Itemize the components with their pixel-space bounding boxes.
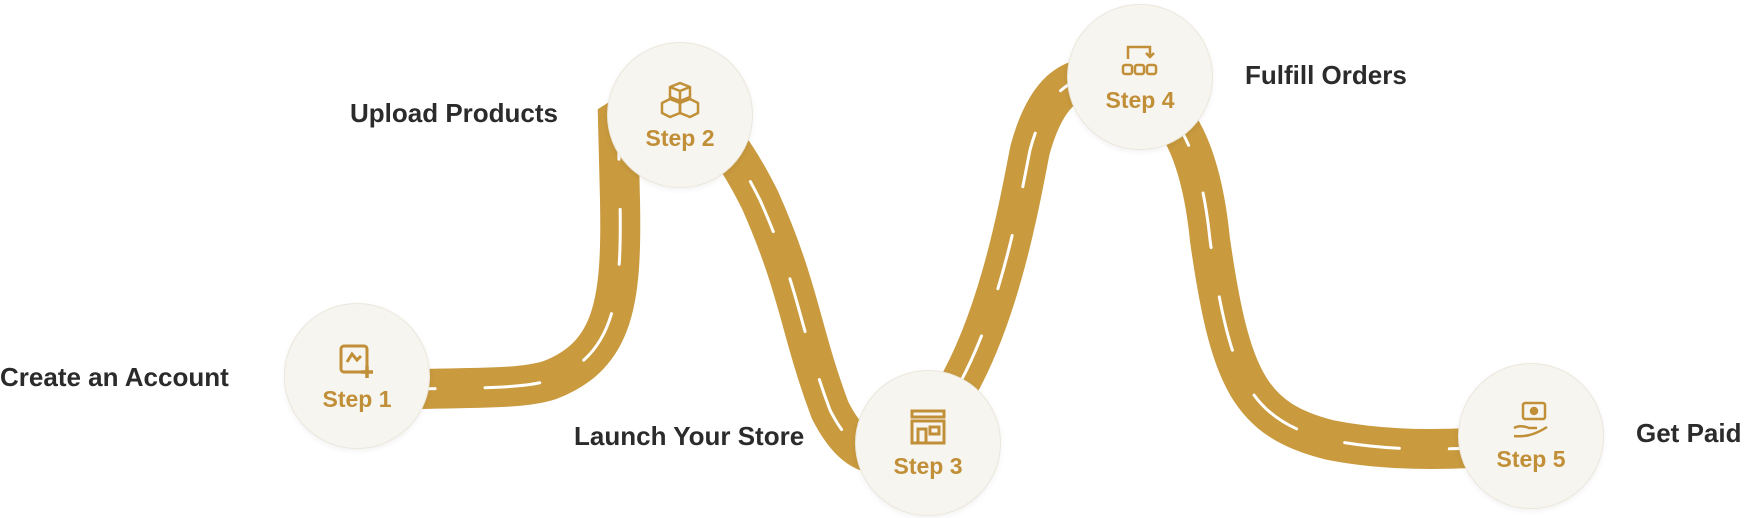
step-5-text: Step 5 xyxy=(1496,445,1566,472)
step-2-text: Step 2 xyxy=(645,124,715,151)
step-4-text: Step 4 xyxy=(1105,86,1175,113)
step-4-node: Step 4 xyxy=(1067,4,1213,150)
account-plus-icon xyxy=(339,344,373,378)
store-icon xyxy=(910,409,946,444)
label-step-2: Upload Products xyxy=(350,98,559,128)
label-step-4: Fulfill Orders xyxy=(1245,60,1407,90)
boxes-icon xyxy=(660,81,700,118)
step-3-text: Step 3 xyxy=(893,452,963,479)
payment-hand-icon xyxy=(1513,401,1548,438)
step-5-node: Step 5 xyxy=(1458,363,1604,509)
label-step-5: Get Paid xyxy=(1636,418,1742,448)
label-step-3: Launch Your Store xyxy=(574,421,805,451)
step-1-node: Step 1 xyxy=(284,303,430,449)
fulfill-flow-icon xyxy=(1121,45,1158,75)
step-3-node: Step 3 xyxy=(855,370,1001,516)
label-step-1: Create an Account xyxy=(0,362,229,392)
step-1-text: Step 1 xyxy=(322,385,392,412)
step-2-node: Step 2 xyxy=(607,42,753,188)
